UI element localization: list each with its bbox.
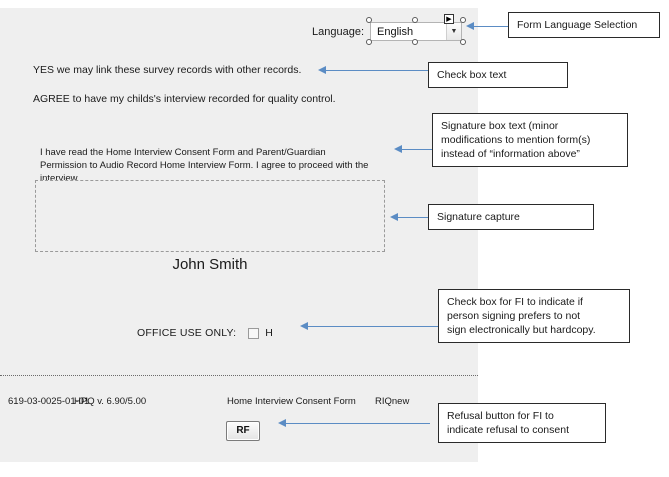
annotation-line: Check box for FI to indicate if (447, 296, 583, 308)
annotation-line: Form Language Selection (517, 19, 638, 31)
footer-form-name: Home Interview Consent Form (227, 396, 356, 407)
language-label: Language: (312, 25, 364, 38)
hardcopy-checkbox[interactable] (248, 327, 260, 339)
checkbox-text-link-records: YES we may link these survey records wit… (33, 64, 302, 76)
annotation-line: instead of “information above” (441, 148, 580, 160)
footer-version: HPQ v. 6.90/5.00 (74, 396, 147, 407)
signature-capture-area[interactable] (35, 180, 385, 252)
survey-form-panel: Language: English ▼ ▶ YES we may link th… (0, 8, 478, 462)
annotation-line: modifications to mention form(s) (441, 134, 591, 146)
dropdown-smarttag-icon[interactable]: ▶ (444, 14, 454, 24)
signature-printed-name: John Smith (172, 256, 248, 273)
annotation-arrow-office-checkbox (300, 322, 438, 331)
annotation-arrow-signature-text (394, 145, 432, 154)
resize-handle-top-right[interactable] (460, 17, 466, 23)
annotation-checkbox-text: Check box text (428, 62, 568, 88)
office-use-suffix: H (265, 327, 273, 339)
annotation-signature-box-text: Signature box text (minor modifications … (432, 113, 628, 167)
annotation-arrow-refusal (278, 419, 430, 428)
resize-handle-bottom-left[interactable] (366, 39, 372, 45)
language-select-wrapper[interactable]: English ▼ ▶ (366, 14, 466, 45)
annotation-arrow-signature-capture (390, 213, 428, 222)
annotation-line: sign electronically but hardcopy. (447, 324, 596, 336)
office-use-row: OFFICE USE ONLY: H (137, 327, 273, 339)
annotation-refusal-button: Refusal button for FI to indicate refusa… (438, 403, 606, 443)
annotation-line: Signature capture (437, 211, 520, 223)
annotation-signature-capture: Signature capture (428, 204, 594, 230)
language-select[interactable]: English ▼ (370, 22, 462, 41)
footer-divider (0, 375, 478, 376)
annotation-arrow-checkbox (318, 66, 428, 75)
annotation-language-selection: Form Language Selection (508, 12, 660, 38)
resize-handle-bottom-center[interactable] (412, 39, 418, 45)
annotation-line: indicate refusal to consent (447, 424, 569, 436)
resize-handle-top-left[interactable] (366, 17, 372, 23)
refusal-button[interactable]: RF (226, 421, 260, 441)
annotation-line: person signing prefers to not (447, 310, 581, 322)
annotation-line: Signature box text (minor (441, 120, 559, 132)
footer-form-id: 619-03-0025-01-01 (8, 396, 90, 407)
annotation-line: Check box text (437, 69, 507, 81)
office-use-label: OFFICE USE ONLY: (137, 327, 237, 339)
checkbox-text-audio-agree: AGREE to have my childs's interview reco… (33, 93, 336, 105)
resize-handle-bottom-right[interactable] (460, 39, 466, 45)
resize-handle-top-center[interactable] (412, 17, 418, 23)
annotation-office-checkbox: Check box for FI to indicate if person s… (438, 289, 630, 343)
annotation-line: Refusal button for FI to (447, 410, 554, 422)
language-selection-row: Language: English ▼ ▶ (312, 14, 466, 45)
language-selected-value: English (377, 25, 414, 38)
signature-box-consent-text: I have read the Home Interview Consent F… (40, 147, 369, 184)
chevron-down-icon[interactable]: ▼ (446, 23, 461, 40)
footer-tag: RIQnew (375, 396, 410, 407)
annotation-arrow-language (466, 22, 508, 31)
refusal-button-label: RF (236, 425, 250, 436)
